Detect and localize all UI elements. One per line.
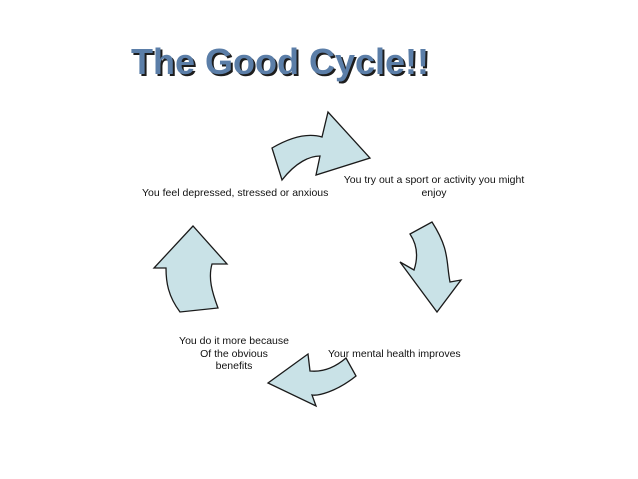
curved-arrow-left-icon <box>266 352 357 408</box>
step-mental-health-improves: Your mental health improves <box>328 348 461 360</box>
step-do-it-more: You do it more because Of the obvious be… <box>179 335 289 372</box>
curved-arrow-right-icon <box>271 110 372 182</box>
curved-arrow-down-icon <box>399 221 463 314</box>
step-try-sport: You try out a sport or activity you migh… <box>343 174 525 199</box>
curved-arrow-up-icon <box>152 225 229 313</box>
step-feel-depressed: You feel depressed, stressed or anxious <box>142 187 329 199</box>
slide-title: The Good Cycle!! <box>130 41 430 82</box>
